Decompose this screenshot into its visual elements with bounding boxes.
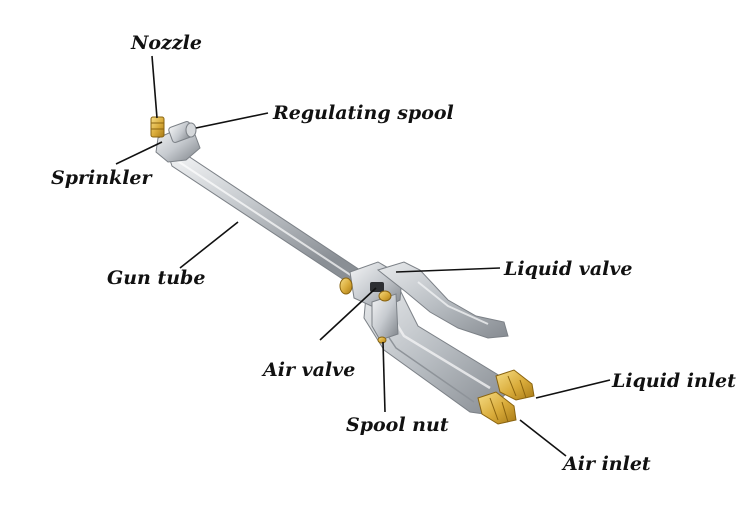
leader-liquid-valve — [395, 267, 501, 273]
leader-air-inlet — [519, 419, 567, 457]
liquid-inlet-nipple — [495, 369, 535, 401]
nozzle-tip — [150, 116, 165, 138]
label-liquid-valve: Liquid valve — [503, 258, 633, 280]
leader-air-valve — [319, 287, 377, 341]
label-air-inlet: Air inlet — [561, 453, 651, 475]
brass-fittings — [339, 277, 392, 344]
leader-nozzle — [151, 55, 158, 119]
label-spool-nut: Spool nut — [346, 414, 449, 436]
label-gun-tube: Gun tube — [107, 267, 205, 289]
leader-sprinkler — [115, 141, 163, 165]
leader-liquid-inlet — [535, 379, 611, 399]
part-labels: Nozzle Regulating spool Sprinkler Gun tu… — [51, 32, 736, 475]
leader-regulating-spool — [195, 112, 269, 129]
spray-gun — [150, 116, 535, 425]
gun-tube — [165, 147, 361, 285]
sprinkler-head — [155, 121, 201, 163]
trigger-lever — [376, 261, 509, 339]
label-regulating-spool: Regulating spool — [272, 102, 454, 124]
label-liquid-inlet: Liquid inlet — [611, 370, 736, 392]
leader-gun-tube — [179, 221, 239, 269]
label-nozzle: Nozzle — [130, 32, 202, 54]
label-air-valve: Air valve — [261, 359, 355, 381]
leader-spool-nut — [382, 341, 386, 413]
label-sprinkler: Sprinkler — [51, 167, 154, 189]
leader-lines — [115, 55, 611, 457]
air-inlet-nipple — [477, 391, 517, 425]
